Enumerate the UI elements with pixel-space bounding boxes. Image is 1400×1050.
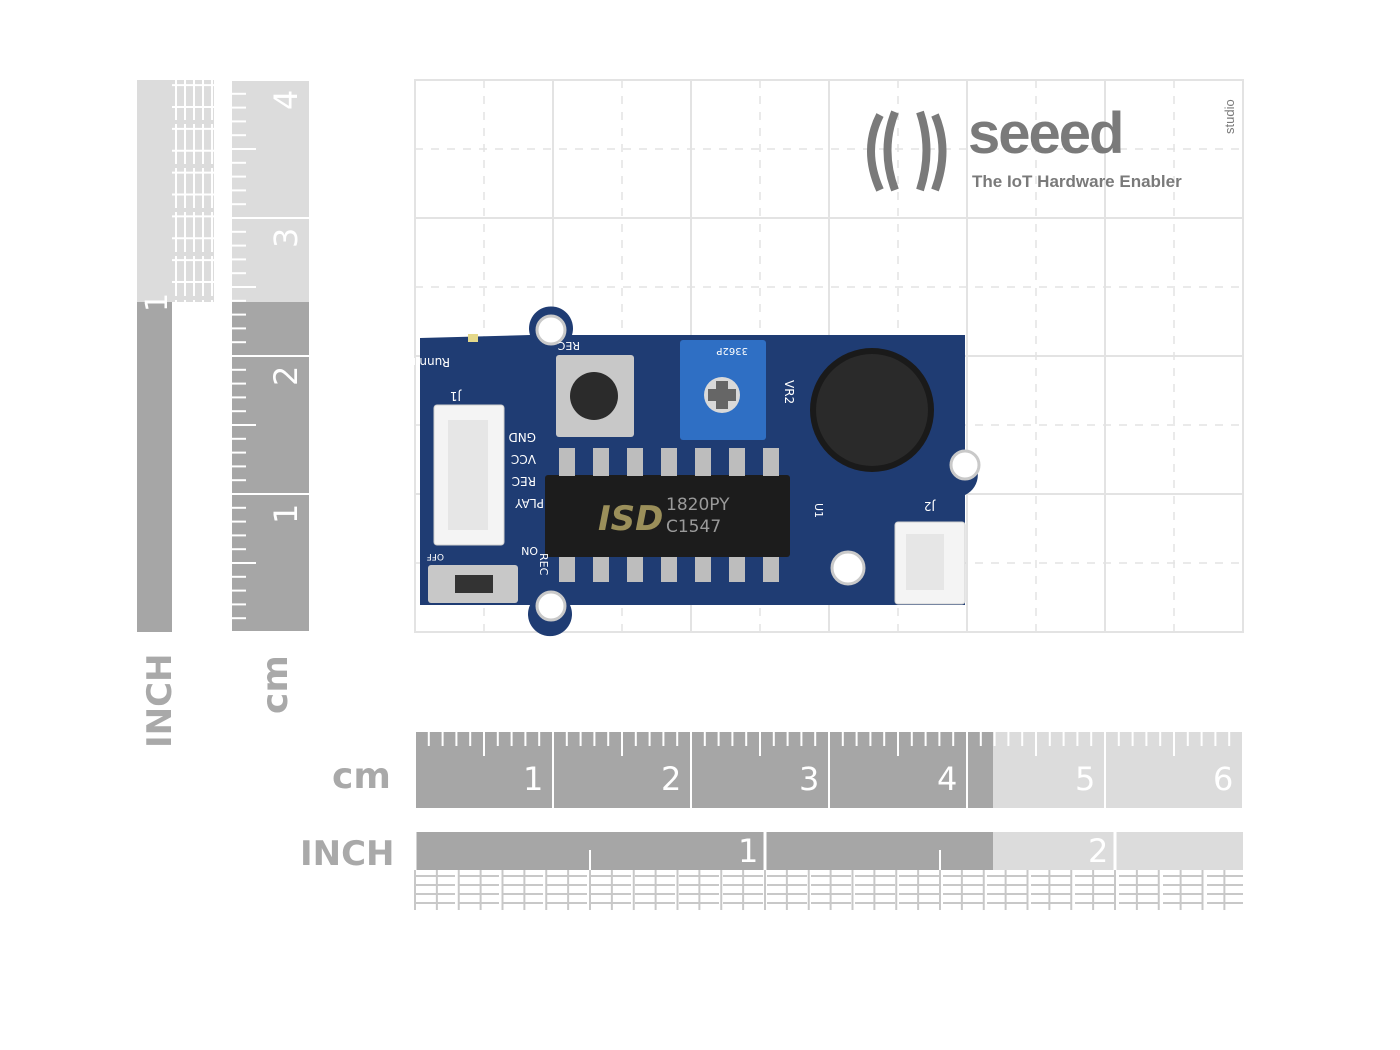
logo-tagline: The IoT Hardware Enabler	[972, 172, 1182, 191]
horizontal-inch-ruler	[413, 832, 1243, 910]
cm-unit-label: cm	[332, 756, 391, 797]
chip-pin	[763, 448, 779, 476]
horizontal-cm-ruler	[414, 732, 1244, 808]
ruler-number: 2	[1088, 832, 1109, 870]
ruler-number: 1	[523, 760, 544, 798]
rec-label: REC	[557, 339, 580, 352]
ruler-number: 3	[267, 227, 305, 248]
isd-chip	[545, 475, 790, 557]
chip-pin	[729, 557, 745, 582]
chip-pin	[695, 448, 711, 476]
pot-code: 3362P	[717, 345, 748, 356]
switch-off-label: OFF	[427, 551, 444, 561]
inch-unit-label: INCH	[300, 834, 395, 874]
ruler-number: 4	[267, 89, 305, 110]
ruler-number: 1	[140, 292, 175, 312]
ruler-number: 4	[937, 760, 958, 798]
vertical-cm-ruler	[232, 79, 309, 633]
rec-button-cap	[570, 372, 618, 420]
seeed-logo: seeed	[968, 101, 1124, 166]
chip-pin	[763, 557, 779, 582]
seeed-logo-graphic	[867, 110, 947, 192]
chip-pin	[559, 557, 575, 582]
chip-pin	[627, 448, 643, 476]
chip-pin	[695, 557, 711, 582]
grove-recorder-board: Running REC J1 J2 VR2 GND VCC REC PLAY O…	[401, 306, 981, 637]
switch-on-label: ON	[521, 544, 538, 557]
chip-brand: ISD	[598, 499, 663, 539]
chip-pin	[661, 557, 677, 582]
j1-label: J1	[450, 389, 462, 403]
chip-pin	[593, 448, 609, 476]
vertical-cm-unit-label: cm	[255, 655, 296, 714]
chip-pin	[593, 557, 609, 582]
running-label: Running	[401, 355, 450, 369]
pin-gnd: GND	[508, 430, 536, 444]
switch-rec-label: REC	[537, 553, 550, 576]
vr2-label: VR2	[782, 380, 796, 404]
ruler-number: 1	[267, 503, 305, 524]
ruler-number: 5	[1075, 760, 1096, 798]
u1-label: U1	[812, 503, 825, 518]
j2-label: J2	[924, 499, 936, 513]
vertical-inch-unit-label: INCH	[140, 653, 180, 748]
pin-rec: REC	[512, 474, 536, 488]
chip-pin	[661, 448, 677, 476]
ruler-number: 6	[1213, 760, 1234, 798]
chip-model: 1820PY	[666, 495, 730, 515]
chip-pin	[559, 448, 575, 476]
pin-play: PLAY	[515, 496, 544, 510]
ruler-number: 2	[661, 760, 682, 798]
pin-vcc: VCC	[511, 452, 536, 466]
studio-label: studio	[1222, 99, 1237, 134]
vertical-inch-ruler	[137, 80, 214, 633]
chip-code: C1547	[666, 517, 721, 537]
ruler-number: 2	[267, 365, 305, 386]
chip-pin	[729, 448, 745, 476]
ruler-number: 3	[799, 760, 820, 798]
chip-pin	[627, 557, 643, 582]
ruler-number: 1	[738, 832, 759, 870]
